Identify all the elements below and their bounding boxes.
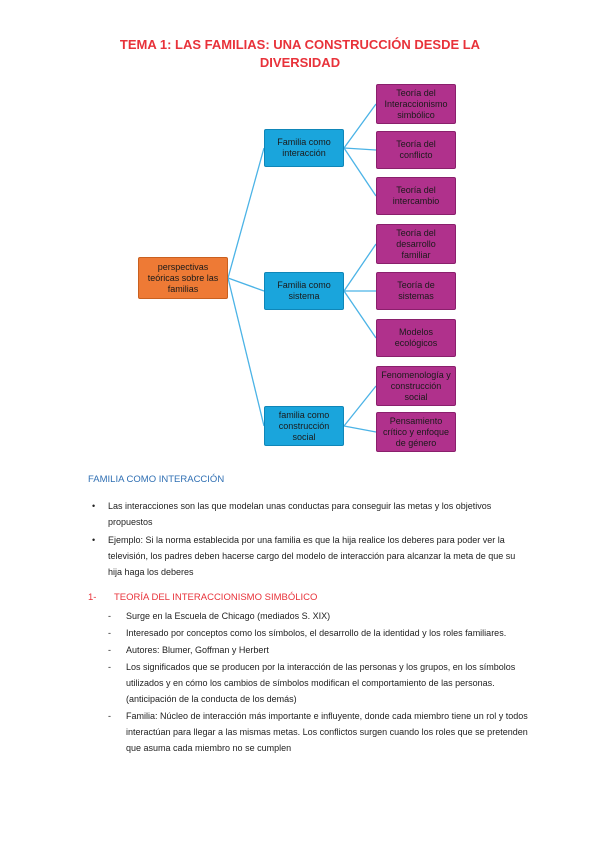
page-title: TEMA 1: LAS FAMILIAS: UNA CONSTRUCCIÓN D…: [60, 36, 540, 72]
dash-list: - Surge en la Escuela de Chicago (mediad…: [108, 608, 528, 757]
connector-root-branch-2: [227, 277, 265, 292]
bullet-item: • Ejemplo: Si la norma establecida por u…: [92, 532, 522, 580]
dash-item: - Surge en la Escuela de Chicago (mediad…: [108, 608, 528, 624]
dash-marker: -: [108, 711, 111, 721]
dash-marker: -: [108, 611, 111, 621]
connector-b3-leaf-2: [343, 425, 377, 433]
dash-text: Los significados que se producen por la …: [126, 662, 516, 704]
dash-item: - Interesado por conceptos como los símb…: [108, 625, 528, 641]
dash-text: Surge en la Escuela de Chicago (mediados…: [126, 611, 331, 621]
connector-b1-leaf-1: [343, 103, 377, 149]
diagram-leaf-fenomenologia: Fenomenología y construcción social: [376, 366, 456, 406]
dash-marker: -: [108, 628, 111, 638]
subsection-title: TEORÍA DEL INTERACCIONISMO SIMBÓLICO: [114, 592, 318, 603]
dash-text: Autores: Blumer, Goffman y Herbert: [126, 645, 269, 655]
bullet-text: Ejemplo: Si la norma establecida por una…: [108, 535, 516, 577]
title-line-1: TEMA 1: LAS FAMILIAS: UNA CONSTRUCCIÓN D…: [119, 37, 481, 52]
dash-item: - Familia: Núcleo de interacción más imp…: [108, 708, 528, 756]
title-line-2: DIVERSIDAD: [259, 55, 341, 70]
dash-text: Familia: Núcleo de interacción más impor…: [126, 711, 528, 753]
bullet-text: Las interacciones son las que modelan un…: [108, 501, 492, 527]
diagram-branch-construccion-social: familia como construcción social: [264, 406, 344, 446]
dash-marker: -: [108, 645, 111, 655]
bullet-dot-icon: •: [92, 501, 96, 511]
dash-item: - Los significados que se producen por l…: [108, 659, 528, 707]
connector-root-branch-3: [227, 277, 265, 427]
bullet-list: • Las interacciones son las que modelan …: [92, 498, 522, 582]
connector-b1-leaf-2: [343, 147, 377, 151]
connector-root-branch-1: [227, 147, 265, 279]
diagram-leaf-intercambio: Teoría del intercambio: [376, 177, 456, 215]
subsection-heading: 1- TEORÍA DEL INTERACCIONISMO SIMBÓLICO: [88, 592, 317, 603]
diagram-leaf-desarrollo-familiar: Teoría del desarrollo familiar: [376, 224, 456, 264]
bullet-item: • Las interacciones son las que modelan …: [92, 498, 522, 530]
connector-b2-leaf-3: [343, 290, 377, 339]
diagram-leaf-conflicto: Teoría del conflicto: [376, 131, 456, 169]
diagram-branch-sistema: Familia como sistema: [264, 272, 344, 310]
dash-marker: -: [108, 662, 111, 672]
connector-b2-leaf-1: [343, 243, 377, 292]
connector-b1-leaf-3: [343, 147, 377, 197]
bullet-dot-icon: •: [92, 535, 96, 545]
subsection-number: 1-: [88, 592, 97, 603]
diagram-leaf-pensamiento-critico: Pensamiento crítico y enfoque de género: [376, 412, 456, 452]
diagram-connectors: [227, 103, 377, 433]
diagram-leaf-ecologicos: Modelos ecológicos: [376, 319, 456, 357]
diagram-leaf-sistemas: Teoría de sistemas: [376, 272, 456, 310]
diagram-leaf-interaccionismo: Teoría del Interaccionismo simbólico: [376, 84, 456, 124]
dash-item: - Autores: Blumer, Goffman y Herbert: [108, 642, 528, 658]
section-heading: FAMILIA COMO INTERACCIÓN: [88, 474, 225, 485]
diagram-branch-interaccion: Familia como interacción: [264, 129, 344, 167]
connector-b3-leaf-1: [343, 385, 377, 427]
dash-text: Interesado por conceptos como los símbol…: [126, 628, 507, 638]
diagram-root-node: perspectivas teóricas sobre las familias: [138, 257, 228, 299]
